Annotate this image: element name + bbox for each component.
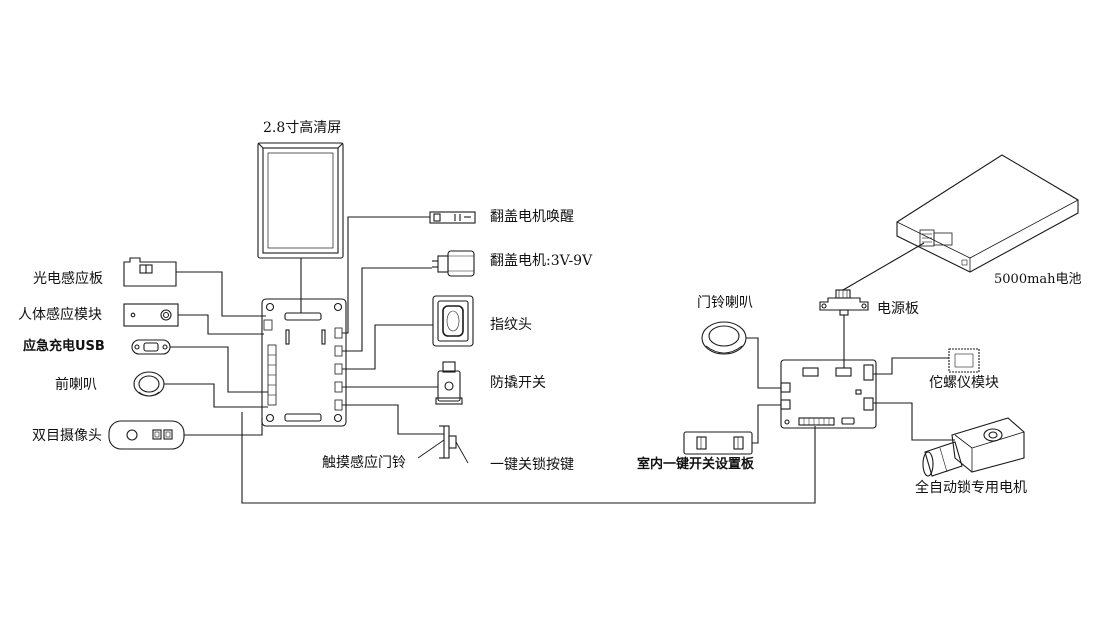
auto-lock-motor-label: 全自动锁专用电机 bbox=[915, 480, 1027, 496]
tamper-switch-component bbox=[435, 361, 463, 405]
light-sensor-label: 光电感应板 bbox=[33, 271, 103, 287]
dual-camera-component bbox=[108, 420, 185, 450]
cover-motor-wake-label: 翻盖电机唤醒 bbox=[490, 209, 574, 225]
rear-board bbox=[780, 359, 877, 429]
front-speaker-component bbox=[133, 371, 165, 397]
indoor-switch-board-component bbox=[683, 431, 753, 455]
gyro-module-label: 佗螺仪模块 bbox=[929, 375, 999, 391]
doorbell-speaker-label: 门铃喇叭 bbox=[697, 295, 753, 311]
pir-module-label: 人体感应模块 bbox=[18, 307, 102, 323]
auto-lock-motor-component bbox=[922, 417, 1025, 477]
emergency-usb-label: 应急充电USB bbox=[23, 339, 105, 354]
emergency-usb-component bbox=[131, 339, 171, 355]
touch-doorbell-label: 触摸感应门铃 bbox=[322, 455, 406, 471]
fingerprint-component bbox=[432, 295, 474, 347]
one-key-lock-label: 一键关锁按键 bbox=[490, 457, 574, 473]
pir-module-component bbox=[123, 303, 179, 327]
doorbell-speaker-component bbox=[701, 321, 747, 355]
main-board bbox=[261, 298, 347, 427]
tamper-switch-label: 防撬开关 bbox=[490, 375, 546, 391]
cover-motor-component bbox=[432, 250, 475, 277]
cover-motor-wake-component bbox=[429, 211, 476, 224]
screen-label: 2.8寸高清屏 bbox=[263, 120, 342, 136]
power-board-label: 电源板 bbox=[877, 301, 919, 317]
cover-motor-label: 翻盖电机:3V-9V bbox=[490, 253, 593, 269]
screen-component bbox=[257, 142, 344, 259]
fingerprint-label: 指纹头 bbox=[490, 317, 532, 333]
dual-camera-label: 双目摄像头 bbox=[32, 428, 102, 444]
power-board-component bbox=[819, 289, 869, 316]
indoor-switch-board-label: 室内一键开关设置板 bbox=[637, 457, 755, 472]
light-sensor-component bbox=[123, 257, 177, 287]
battery-component bbox=[896, 154, 1079, 273]
front-speaker-label: 前喇叭 bbox=[55, 377, 97, 393]
battery-label: 5000mah电池 bbox=[994, 272, 1082, 287]
gyro-module-component bbox=[948, 348, 980, 373]
